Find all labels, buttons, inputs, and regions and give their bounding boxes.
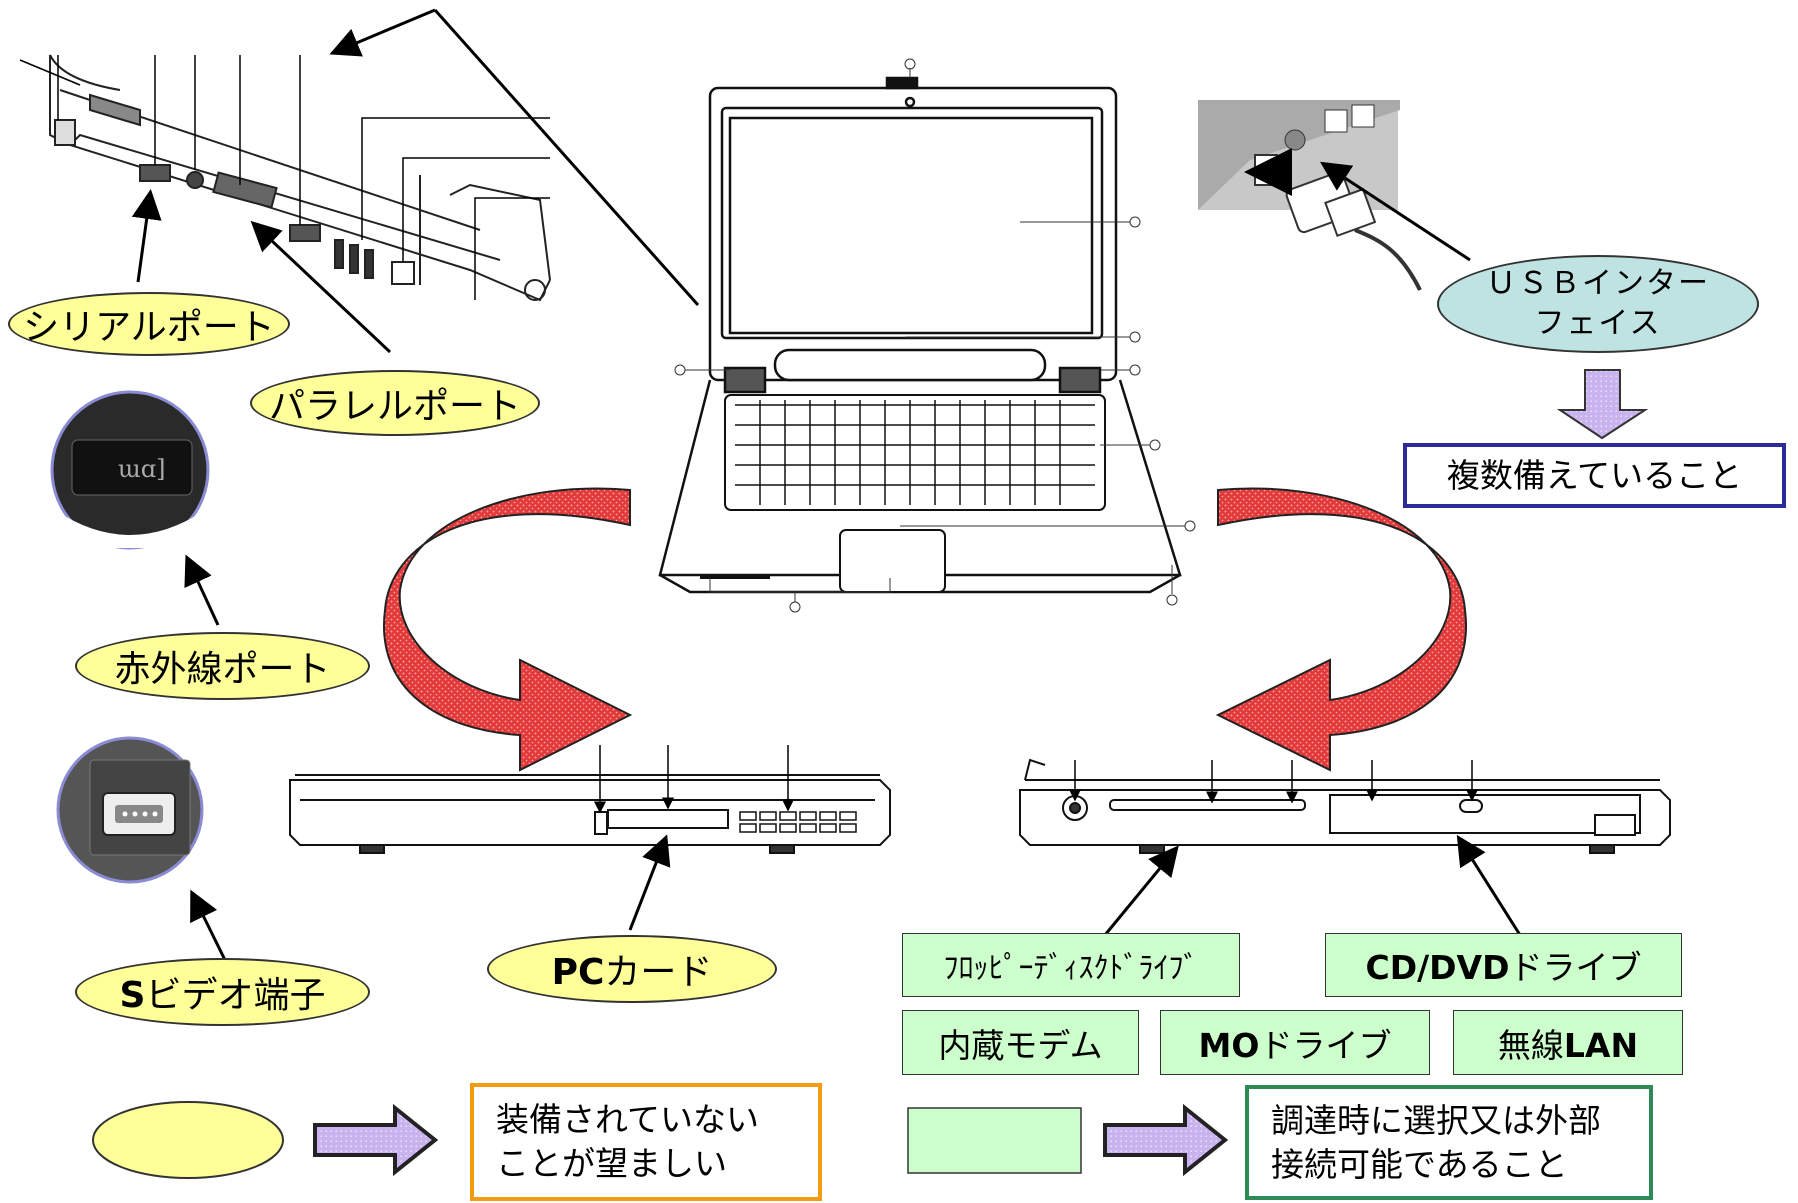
left-curve-arrow xyxy=(382,487,633,772)
usb-plug-icon xyxy=(1198,100,1422,291)
legend-yellow-text: 装備されていない ことが望ましい xyxy=(496,1098,759,1186)
usb-interface-label: ＵＳＢインター フェイス xyxy=(1437,255,1759,353)
legend-yellow-arrow xyxy=(313,1103,439,1177)
mo-drive-label: MOドライブ xyxy=(1160,1010,1430,1075)
cddvd-pointer xyxy=(1456,834,1522,936)
svg-text:ɯɑ]: ɯɑ] xyxy=(118,455,165,483)
left-side-pointers xyxy=(594,745,794,814)
cddvd-drive-text: CD/DVDドライブ xyxy=(1365,948,1642,987)
laptop-left-side-view xyxy=(289,774,891,854)
legend-yellow-line2: ことが望ましい xyxy=(496,1144,727,1183)
serial-pointer xyxy=(131,189,162,283)
wireless-lan-label: 無線LAN xyxy=(1453,1010,1683,1075)
rear-view-pointer xyxy=(433,9,700,306)
wireless-lan-text: 無線LAN xyxy=(1497,1025,1639,1065)
serial-port-text: シリアルポート xyxy=(23,307,275,348)
laptop-right-side-view xyxy=(1019,758,1671,854)
infrared-port-text: 赤外線ポート xyxy=(114,649,331,690)
legend-green-arrow xyxy=(1103,1103,1229,1177)
svideo-port-text: Sビデオ端子 xyxy=(119,975,326,1016)
floppy-drive-label: ﾌﾛｯﾋﾟｰﾃﾞｨｽｸﾄﾞﾗｲﾌﾞ xyxy=(902,933,1240,997)
cddvd-drive-label: CD/DVDドライブ xyxy=(1325,933,1682,997)
usb-label-line1: ＵＳＢインター xyxy=(1486,266,1710,301)
infrared-port-label: 赤外線ポート xyxy=(75,632,370,700)
rear-ports-illustration xyxy=(19,54,551,302)
svideo-port-label: Sビデオ端子 xyxy=(75,958,370,1026)
usb-requirement-box: 複数備えていること xyxy=(1403,443,1786,508)
parallel-port-text: パラレルポート xyxy=(268,386,521,427)
serial-port-label: シリアルポート xyxy=(8,292,290,356)
right-curve-arrow xyxy=(1215,487,1468,772)
internal-modem-label: 内蔵モデム xyxy=(902,1010,1139,1075)
keyboard-keys xyxy=(735,400,1095,505)
internal-modem-text: 内蔵モデム xyxy=(938,1025,1103,1065)
parallel-pointer xyxy=(250,220,392,354)
legend-green-line1: 調達時に選択又は外部 xyxy=(1271,1100,1601,1140)
right-side-pointers xyxy=(1069,760,1478,804)
infrared-port-icon: ɯɑ] xyxy=(50,390,210,550)
legend-green-swatch xyxy=(907,1107,1082,1174)
legend-green-box: 調達時に選択又は外部 接続可能であること xyxy=(1245,1085,1653,1200)
legend-green-line2: 接続可能であること xyxy=(1271,1144,1568,1184)
floppy-pointer xyxy=(1103,845,1179,936)
legend-yellow-box: 装備されていない ことが望ましい xyxy=(470,1083,822,1201)
usb-pointer xyxy=(1319,161,1471,262)
legend-yellow-swatch xyxy=(92,1101,284,1179)
laptop-illustration xyxy=(658,76,1182,594)
legend-green-text: 調達時に選択又は外部 接続可能であること xyxy=(1271,1099,1601,1187)
floppy-drive-text: ﾌﾛｯﾋﾟｰﾃﾞｨｽｸﾄﾞﾗｲﾌﾞ xyxy=(943,951,1199,986)
pccard-text: PCカード xyxy=(551,952,713,993)
usb-requirement-text: 複数備えていること xyxy=(1446,455,1743,495)
pccard-label: PCカード xyxy=(487,935,777,1003)
svideo-port-icon xyxy=(56,736,204,884)
svideo-pointer xyxy=(190,889,227,961)
usb-down-arrow xyxy=(1556,369,1649,440)
usb-label-line2: フェイス xyxy=(1534,306,1662,341)
laptop-callouts xyxy=(674,58,1196,613)
infrared-pointer xyxy=(184,554,220,626)
rear-view-pointer-head xyxy=(329,8,436,57)
mo-drive-text: MOドライブ xyxy=(1198,1025,1392,1065)
pccard-pointer xyxy=(628,834,671,931)
parallel-port-label: パラレルポート xyxy=(250,370,540,436)
legend-yellow-line1: 装備されていない xyxy=(496,1100,760,1139)
